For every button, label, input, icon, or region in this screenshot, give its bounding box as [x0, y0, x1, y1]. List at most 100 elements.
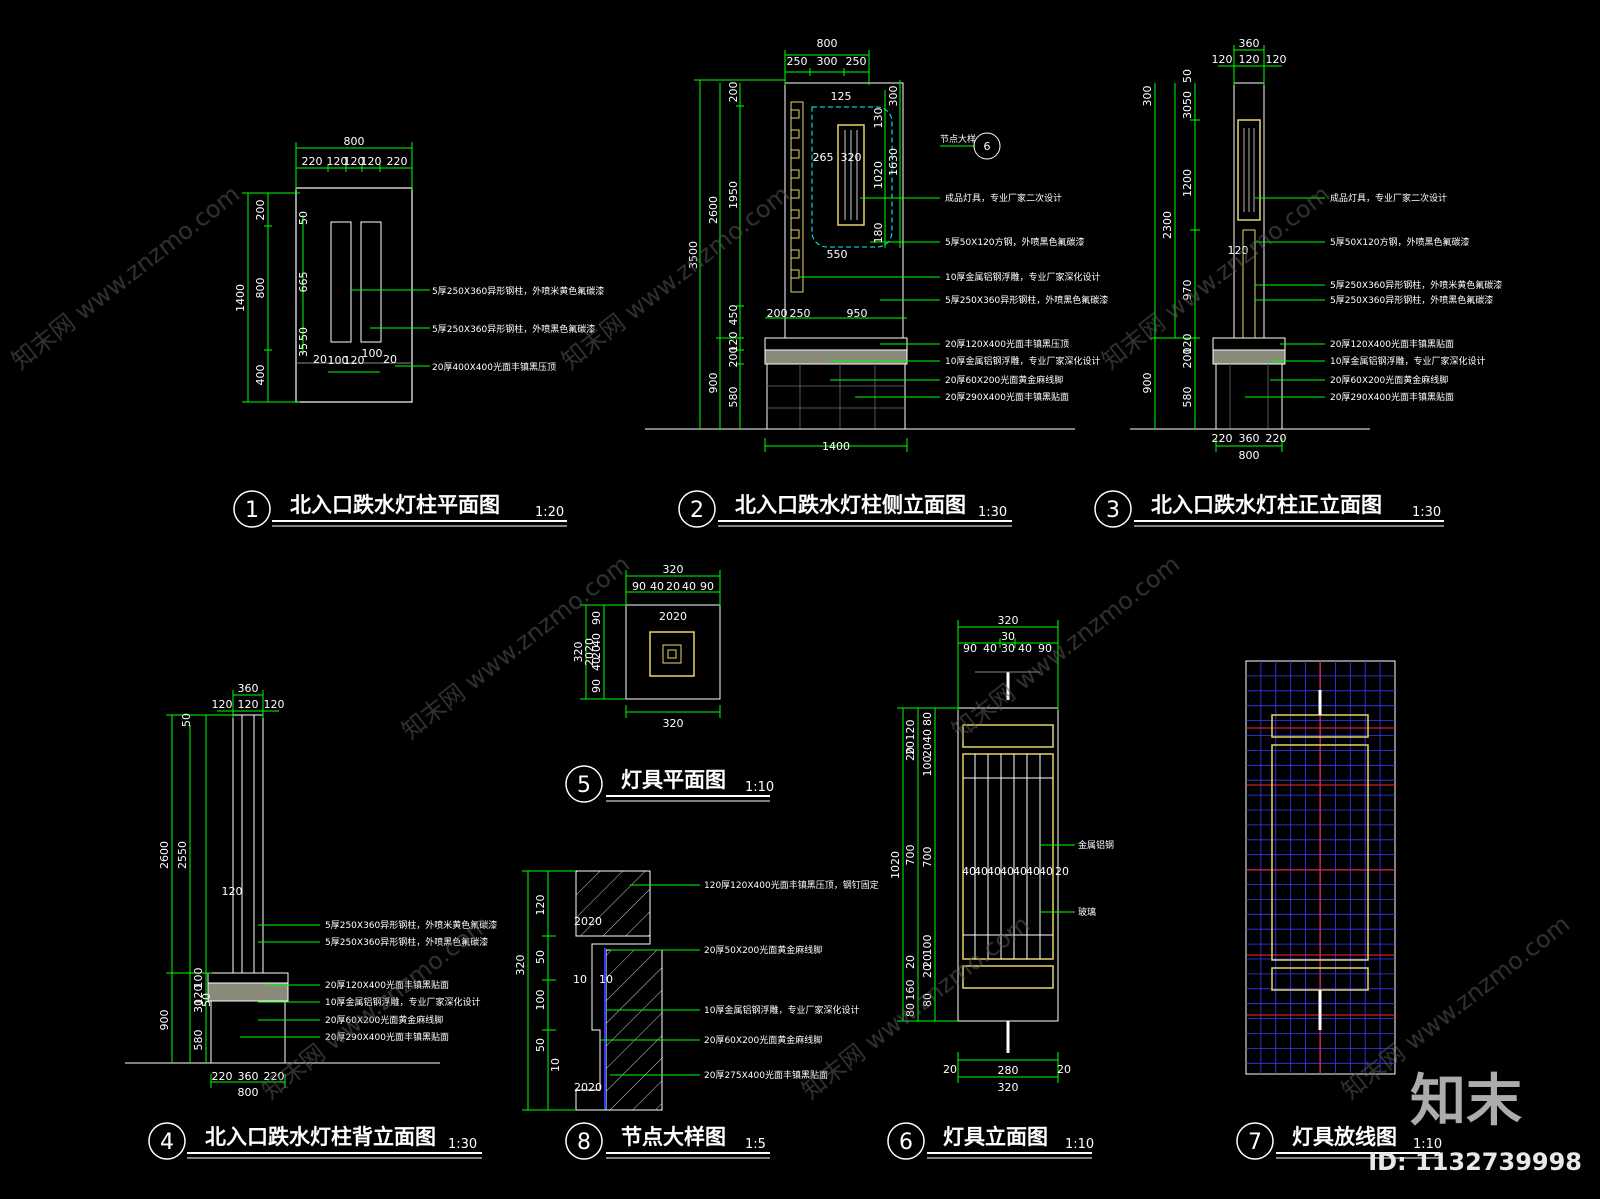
- d8-left-dim: 120: [534, 895, 547, 916]
- drawing-title: 北入口跌水灯柱正立面图: [1151, 493, 1382, 517]
- d5-left-row: 90: [590, 611, 603, 625]
- drawing-scale: 1:30: [1412, 505, 1441, 520]
- drawing-title: 节点大样图: [621, 1125, 726, 1149]
- d2-note: 20厚60X200光面黄金麻线脚: [945, 374, 1063, 386]
- d1-row-dim: 120: [327, 155, 348, 168]
- d4-note: 20厚60X200光面黄金麻线脚: [325, 1014, 443, 1026]
- d2-inner-dim: 580: [727, 387, 740, 408]
- d3-row-dim: 120: [1212, 53, 1233, 66]
- drawing-scale: 1:20: [535, 505, 564, 520]
- d2-row-dim: 300: [817, 55, 838, 68]
- d4-inner-dim: 50: [200, 993, 213, 1007]
- d4-inner-dim: 2550: [176, 841, 189, 869]
- d2-lamp-dim: 300: [887, 86, 900, 107]
- drawing-scale: 1:30: [978, 505, 1007, 520]
- d6-bar-dim: 40: [974, 865, 988, 878]
- d1-inner-dim: 35: [297, 343, 310, 357]
- d2-base-dim: 200: [767, 307, 788, 320]
- title-2: 2 北入口跌水灯柱侧立面图 1:30: [678, 490, 1012, 528]
- watermark-site: www.znzmo.com: [459, 550, 635, 696]
- d6-inner-dim: 80: [921, 993, 934, 1007]
- drawing-title: 灯具立面图: [943, 1125, 1048, 1149]
- d6-note: 玻璃: [1078, 906, 1096, 918]
- d4-note: 10厚金属铝钢浮雕，专业厂家深化设计: [325, 996, 480, 1008]
- d4-inner-dim: 580: [192, 1030, 205, 1051]
- d2-top-dim: 800: [817, 37, 838, 50]
- d3-note: 5厚50X120方钢，外喷黑色氟碳漆: [1330, 236, 1470, 248]
- watermark-site: www.znzmo.com: [1159, 180, 1335, 326]
- drawing-title: 北入口跌水灯柱背立面图: [205, 1125, 436, 1149]
- d6-bar-dim: 40: [1013, 865, 1027, 878]
- d2-note: 5厚250X360异形钢柱，外喷黑色氟碳漆: [945, 294, 1108, 306]
- drawing-7-lamp-layout: [1245, 660, 1396, 1075]
- d6-bar-dim: 40: [962, 865, 976, 878]
- d3-note: 5厚250X360异形钢柱，外喷米黄色氟碳漆: [1330, 279, 1502, 291]
- drawing-scale: 1:5: [745, 1137, 766, 1152]
- d3-bottom-dim: 220: [1266, 432, 1287, 445]
- title-4: 4 北入口跌水灯柱背立面图 1:30: [148, 1122, 482, 1160]
- d5-row-dim: 20: [666, 580, 680, 593]
- d1-row-dim: 120: [344, 155, 365, 168]
- d6-top2-dim: 30: [1001, 630, 1015, 643]
- title-1: 1 北入口跌水灯柱平面图 1:20: [233, 490, 567, 528]
- d4-row-dim: 120: [238, 698, 259, 711]
- d3-row-dim: 120: [1266, 53, 1287, 66]
- d1-bottom-dim: 100: [328, 354, 349, 367]
- d4-inner-dim: 100: [192, 968, 205, 989]
- watermark-site: www.znzmo.com: [69, 180, 245, 326]
- d2-note: 20厚120X400光面丰镇黑压顶: [945, 338, 1069, 350]
- d4-outer-dim: 900: [158, 1010, 171, 1031]
- d5-row-dim: 40: [650, 580, 664, 593]
- d2-note: 20厚290X400光面丰镇黑贴面: [945, 391, 1069, 403]
- d6-row-dim: 90: [1038, 642, 1052, 655]
- d3-inner-dim: 1200: [1181, 169, 1194, 197]
- watermark-site: www.znzmo.com: [1009, 550, 1185, 696]
- d6-note: 金属铝钢: [1078, 839, 1114, 851]
- d1-left-dim: 200: [254, 200, 267, 221]
- d1-left-total: 1400: [234, 284, 247, 312]
- d1-bottom-dim: 20: [313, 353, 327, 366]
- d2-inner-dim: 450: [727, 305, 740, 326]
- d3-note: 成品灯具，专业厂家二次设计: [1330, 192, 1447, 204]
- d3-outer-dim: 900: [1141, 373, 1154, 394]
- d6-side-dim: 20: [1055, 865, 1069, 878]
- d8-small-dim: 2020: [574, 915, 602, 928]
- d8-left-dim: 320: [514, 955, 527, 976]
- d4-note: 5厚250X360异形钢柱，外喷黑色氟碳漆: [325, 936, 488, 948]
- d6-bar-dim: 40: [1039, 865, 1053, 878]
- d1-left-dim: 800: [254, 278, 267, 299]
- d4-bottom-total: 800: [238, 1086, 259, 1099]
- d3-inner-dim: 50: [1181, 91, 1194, 105]
- d4-note: 20厚120X400光面丰镇黑贴面: [325, 979, 449, 991]
- d6-left-dim: 120: [904, 720, 917, 741]
- d8-left-dim: 10: [549, 1058, 562, 1072]
- d6-bottom-dim: 320: [998, 1081, 1019, 1094]
- d1-note: 20厚400X400光面丰镇黑压顶: [432, 361, 556, 373]
- d2-lamp-dim: 265: [813, 151, 834, 164]
- d4-row-dim: 120: [264, 698, 285, 711]
- d1-note: 5厚250X360异形钢柱，外喷米黄色氟碳漆: [432, 285, 604, 297]
- d2-outer-dim: 3500: [687, 241, 700, 269]
- d4-bottom-dim: 360: [238, 1070, 259, 1083]
- d2-lamp-dim: 125: [831, 90, 852, 103]
- watermark-logo: 知末: [1410, 1069, 1522, 1134]
- d8-left-dim: 50: [534, 1038, 547, 1052]
- watermark-brand: 知末网: [1096, 308, 1170, 374]
- d8-left-dim: 100: [534, 990, 547, 1011]
- d2-inner-dim: 200: [727, 347, 740, 368]
- d2-note: 10厚金属铝钢浮雕，专业厂家深化设计: [945, 355, 1100, 367]
- d6-inner-dim: 100: [921, 756, 934, 777]
- d6-bar-dim: 40: [1000, 865, 1014, 878]
- d3-inner-dim: 300: [1141, 86, 1154, 107]
- d2-note: 成品灯具，专业厂家二次设计: [945, 192, 1062, 204]
- d3-inner-dim: 970: [1181, 280, 1194, 301]
- title-8: 8 节点大样图 1:5: [565, 1122, 770, 1160]
- d6-top-dim: 320: [998, 614, 1019, 627]
- d6-row-dim: 90: [963, 642, 977, 655]
- drawing-3-front-elevation: 360 120 120 120 2300 900 300 50 50 30 12…: [1130, 37, 1502, 462]
- d6-row-dim: 40: [1018, 642, 1032, 655]
- d4-mid-dim: 120: [222, 885, 243, 898]
- d5-row-dim: 40: [682, 580, 696, 593]
- d3-mid-dim: 120: [1228, 244, 1249, 257]
- drawing-8-node-detail: 120 320 50 100 50 10 2020 10 10 2020 120…: [514, 870, 879, 1111]
